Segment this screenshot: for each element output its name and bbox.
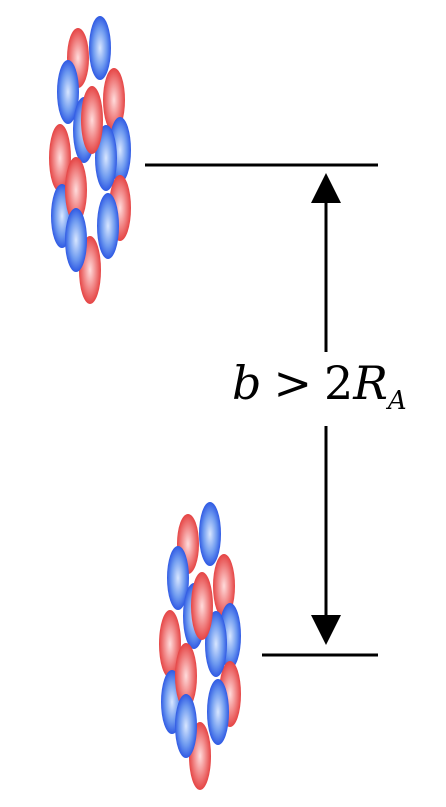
label-operator: > bbox=[273, 356, 312, 410]
nucleus-top bbox=[49, 16, 131, 304]
nucleus-bottom bbox=[159, 502, 241, 790]
label-coefficient: 2 bbox=[324, 356, 354, 410]
impact-parameter-label: b>2RA bbox=[232, 356, 407, 416]
label-subscript: A bbox=[387, 386, 407, 416]
label-radius: R bbox=[353, 356, 388, 410]
label-b: b bbox=[232, 356, 262, 410]
